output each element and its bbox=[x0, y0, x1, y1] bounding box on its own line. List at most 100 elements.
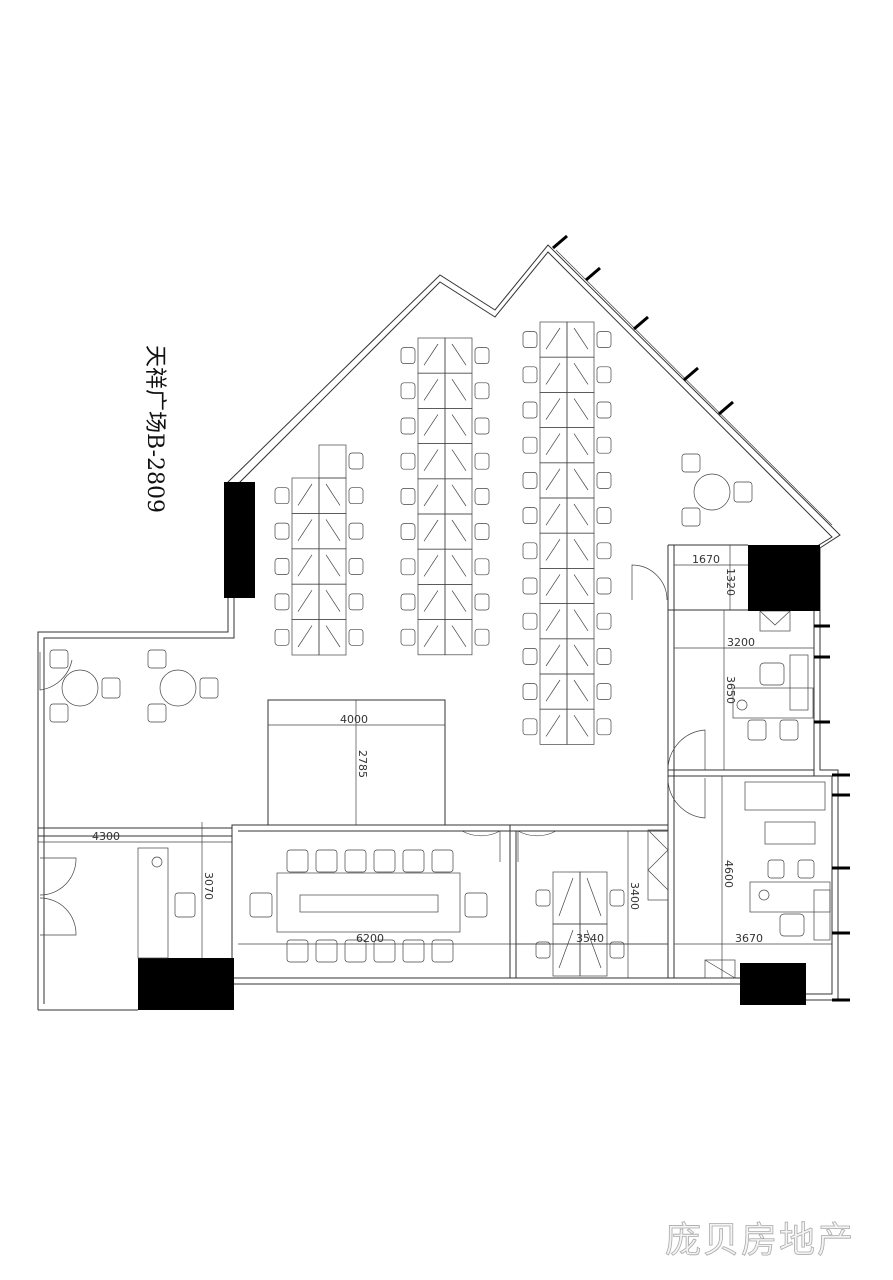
chair bbox=[474, 628, 490, 646]
monitor bbox=[423, 414, 439, 436]
desk bbox=[566, 392, 595, 428]
desk bbox=[318, 477, 347, 514]
chair bbox=[522, 612, 538, 630]
door-swing bbox=[667, 729, 706, 771]
chair bbox=[535, 941, 551, 959]
monitor bbox=[297, 590, 313, 612]
chair bbox=[274, 628, 290, 646]
desk bbox=[417, 408, 446, 444]
chair bbox=[522, 683, 538, 700]
desk bbox=[417, 584, 446, 620]
desk bbox=[566, 427, 595, 464]
chair bbox=[373, 939, 396, 963]
door-swing bbox=[667, 777, 706, 819]
monitor bbox=[545, 468, 561, 491]
chair bbox=[348, 487, 364, 505]
chair bbox=[474, 347, 490, 364]
desk bbox=[566, 638, 595, 675]
desk bbox=[539, 638, 568, 675]
pillar bbox=[138, 958, 234, 1010]
chair bbox=[348, 593, 364, 611]
dim-label: 4300 bbox=[92, 830, 120, 843]
monitor bbox=[545, 574, 561, 596]
chair bbox=[348, 522, 364, 540]
desk bbox=[444, 408, 473, 444]
chair bbox=[596, 542, 612, 560]
cabinet-mark bbox=[704, 959, 736, 979]
monitor bbox=[586, 877, 602, 917]
window-tick bbox=[683, 366, 699, 382]
chair bbox=[431, 939, 454, 963]
desk bbox=[566, 568, 595, 604]
door-swing bbox=[39, 652, 73, 691]
monitor bbox=[423, 449, 439, 471]
chair bbox=[315, 849, 338, 873]
window-tick bbox=[633, 315, 649, 331]
desk bbox=[539, 568, 568, 604]
chair bbox=[596, 472, 612, 489]
monitor bbox=[573, 327, 589, 350]
desk bbox=[539, 603, 568, 640]
chair bbox=[522, 472, 538, 489]
chair bbox=[596, 366, 612, 384]
chair bbox=[286, 939, 309, 963]
chair bbox=[535, 889, 551, 907]
phone-icon bbox=[758, 889, 770, 901]
chair bbox=[49, 649, 69, 669]
dim-label: 1320 bbox=[724, 568, 737, 596]
monitor bbox=[451, 484, 467, 507]
desk bbox=[444, 584, 473, 620]
chair bbox=[400, 347, 416, 364]
watermark: 庞贝房地产 bbox=[665, 1220, 855, 1261]
window-tick bbox=[552, 234, 568, 250]
desk bbox=[444, 478, 473, 515]
monitor bbox=[558, 929, 574, 969]
monitor bbox=[573, 715, 589, 737]
chair bbox=[522, 577, 538, 595]
desk bbox=[417, 372, 446, 409]
guest-chair bbox=[767, 859, 785, 879]
chair bbox=[522, 507, 538, 524]
doors bbox=[39, 564, 706, 936]
door-swing bbox=[39, 897, 77, 936]
reception-chair bbox=[174, 892, 196, 918]
cabinet bbox=[704, 959, 736, 979]
chair bbox=[474, 488, 490, 505]
desk bbox=[539, 356, 568, 393]
dim-label: 3670 bbox=[735, 932, 763, 945]
chair bbox=[147, 703, 167, 723]
monitor bbox=[545, 327, 561, 350]
door-swing bbox=[631, 564, 668, 601]
chair bbox=[315, 939, 338, 963]
chair bbox=[609, 941, 625, 959]
chair bbox=[681, 453, 701, 473]
monitor bbox=[545, 644, 561, 667]
chair bbox=[474, 452, 490, 470]
dim-label: 3400 bbox=[628, 882, 641, 910]
office-chair bbox=[759, 662, 785, 686]
chair bbox=[522, 401, 538, 419]
desk bbox=[318, 583, 347, 620]
chair bbox=[400, 628, 416, 646]
credenza bbox=[789, 654, 809, 711]
desk bbox=[566, 673, 595, 710]
chair bbox=[474, 523, 490, 540]
desk bbox=[566, 532, 595, 569]
round-table bbox=[693, 473, 731, 511]
chair bbox=[348, 628, 364, 646]
window-line bbox=[555, 249, 833, 526]
guest-chair bbox=[779, 719, 799, 741]
phone-icon bbox=[736, 699, 748, 711]
desk bbox=[566, 497, 595, 534]
monitor bbox=[545, 539, 561, 561]
monitor bbox=[545, 363, 561, 385]
chair bbox=[400, 488, 416, 505]
cabinet bbox=[647, 829, 669, 901]
pillar bbox=[748, 545, 820, 611]
round-table bbox=[61, 669, 99, 707]
chair bbox=[522, 331, 538, 348]
desk bbox=[539, 462, 568, 499]
desk bbox=[444, 443, 473, 480]
chair bbox=[596, 436, 612, 454]
